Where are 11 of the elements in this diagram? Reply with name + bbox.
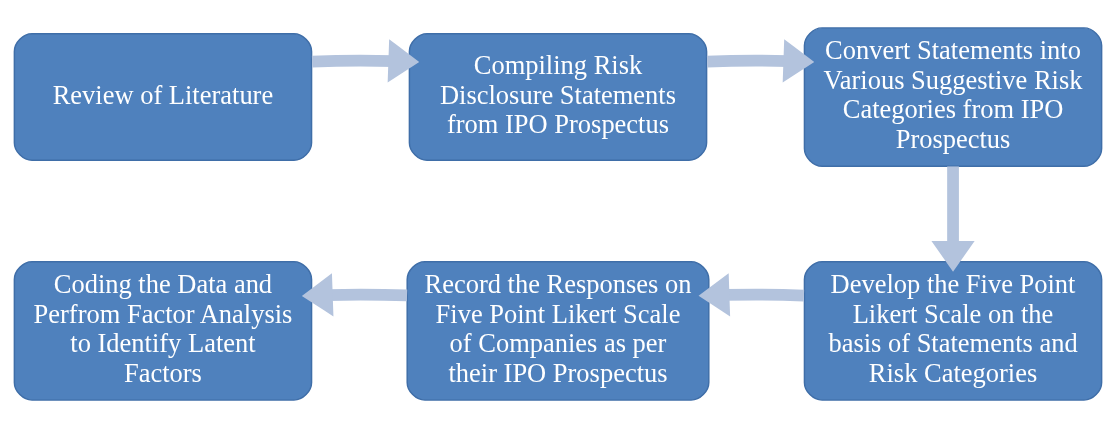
arrow	[311, 38, 420, 82]
arrow	[301, 272, 408, 316]
node-box: Compiling Risk Disclosure Statements from IPO Prospectus	[408, 32, 708, 161]
node-box: Convert Statements into Various Suggestive Risk Categories from IPO Prospectus	[803, 26, 1103, 167]
arrow	[698, 272, 805, 316]
node-box: Record the Responses on Five Point Likert Scale of Companies as per their IPO Prospectus	[406, 260, 710, 401]
arrow	[931, 165, 975, 272]
arrow	[706, 38, 815, 82]
node-box: Develop the Five Point Likert Scale on the basis of Statements and Risk Categories	[803, 260, 1103, 401]
node-box: Coding the Data and Perfrom Factor Analysis to Identify Latent Factors	[13, 260, 313, 401]
node-box: Review of Literature	[13, 32, 313, 161]
